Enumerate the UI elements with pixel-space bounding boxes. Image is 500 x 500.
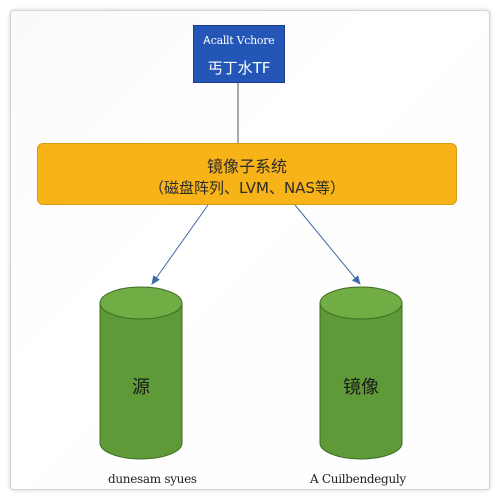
mirror-label: 镜像 <box>343 377 379 398</box>
subsystem-subtitle: （磁盘阵列、LVM、NAS等） <box>149 179 345 197</box>
mirror-caption: A Cuilbendeguly <box>310 472 406 486</box>
subsystem-title: 镜像子系统 <box>206 157 287 176</box>
arrow-to-source <box>151 204 209 285</box>
top-box: Ꭺcallt Vchore 丐丁水TF <box>193 25 285 83</box>
cylinder-mirror <box>319 286 403 460</box>
top-box-line2: 丐丁水TF <box>207 59 271 77</box>
cylinder-source <box>99 286 183 460</box>
arrow-to-mirror <box>294 204 361 285</box>
source-caption: dunesam syues <box>108 472 197 486</box>
mirror-subsystem-box: 镜像子系统 （磁盘阵列、LVM、NAS等） <box>37 143 457 205</box>
source-label: 源 <box>132 377 150 398</box>
diagram-frame <box>10 10 490 490</box>
top-box-line1: Ꭺcallt Vchore <box>203 34 275 47</box>
